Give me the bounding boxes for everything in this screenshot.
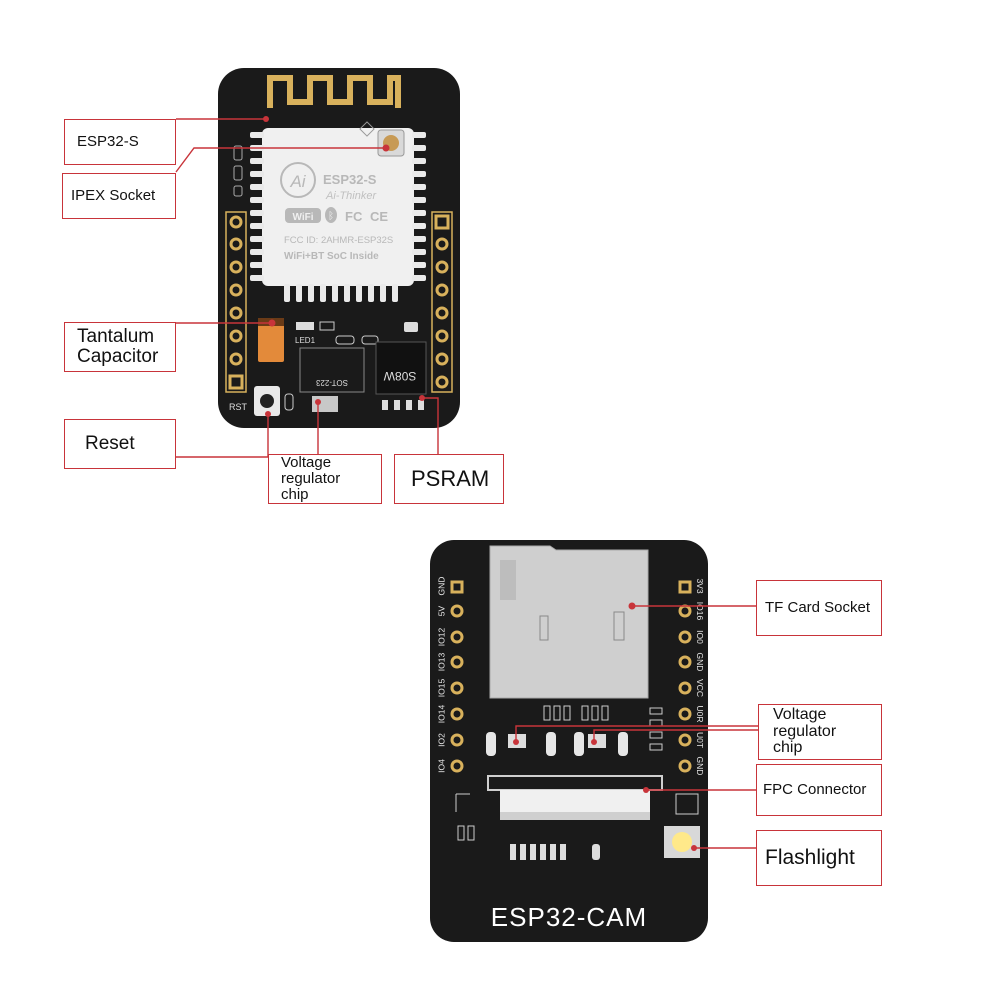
wire-regulator-back xyxy=(515,725,758,742)
pin-label: GND xyxy=(436,577,446,596)
ai-thinker-logo xyxy=(280,162,316,198)
dot-reset xyxy=(265,411,271,417)
label-psram: PSRAM xyxy=(394,454,504,504)
pin-label: GND xyxy=(695,757,705,776)
dot-regulator-back-1 xyxy=(513,739,519,745)
dot-fpc xyxy=(643,787,649,793)
module-logo-text: Ai xyxy=(289,172,306,191)
pin-label: IO13 xyxy=(436,653,446,672)
svg-text:ᛒ: ᛒ xyxy=(328,211,334,222)
psram-chip xyxy=(375,341,427,395)
dot-esp32s xyxy=(263,116,269,122)
psram-silk: S08W xyxy=(383,369,416,383)
back-header-left xyxy=(450,580,464,773)
module-maker: Ai-Thinker xyxy=(325,190,377,202)
module-fcc-id: FCC ID: 2AHMR-ESP32S xyxy=(284,235,393,246)
svg-text:WiFi: WiFi xyxy=(292,212,313,223)
bluetooth-icon: ᛒ xyxy=(325,207,337,223)
label-ipex-socket: IPEX Socket xyxy=(62,173,176,219)
wifi-icon: WiFi xyxy=(285,208,321,223)
fpc-connector xyxy=(487,775,663,820)
label-reset: Reset xyxy=(64,419,176,469)
wire-ipex xyxy=(175,147,386,173)
tf-card-socket xyxy=(489,545,649,699)
label-tf-card-socket: TF Card Socket xyxy=(756,580,882,636)
pcb-antenna xyxy=(267,75,401,108)
label-flashlight: Flashlight xyxy=(756,830,882,886)
pin-label: IO14 xyxy=(436,705,446,724)
pin-label: 5V xyxy=(436,605,446,616)
led1 xyxy=(296,322,314,330)
pin-label: IO2 xyxy=(436,733,446,747)
front-header-left xyxy=(225,211,247,393)
pin-label: IO0 xyxy=(695,630,705,644)
label-esp32s: ESP32-S xyxy=(64,119,176,165)
dot-psram xyxy=(419,395,425,401)
label-voltage-regulator-back: Voltage regulator chip xyxy=(758,704,882,760)
pin-label: U0R xyxy=(695,705,705,722)
flashlight-led xyxy=(664,826,700,858)
pin-label: GND xyxy=(695,653,705,672)
label-voltage-regulator-front: Voltage regulator chip xyxy=(268,454,382,504)
module-pads-right xyxy=(412,132,426,281)
dot-regulator-back-2 xyxy=(591,739,597,745)
dot-flash xyxy=(691,845,697,851)
pin-label: IO4 xyxy=(436,759,446,773)
pin-label: IO16 xyxy=(695,602,705,621)
back-capacitors xyxy=(486,732,628,756)
esp32s-module xyxy=(262,128,414,286)
pin-label: 3V3 xyxy=(695,578,705,593)
label-fpc-connector: FPC Connector xyxy=(756,764,882,816)
wire-reset xyxy=(176,412,269,458)
pin-label: U0T xyxy=(695,732,705,748)
module-pads-bottom xyxy=(284,284,398,302)
dot-regulator-front xyxy=(315,399,321,405)
led1-silk: LED1 xyxy=(295,336,316,345)
sot223-silk: SOT-223 xyxy=(315,378,348,387)
fc-icon: FC xyxy=(345,209,363,224)
dot-tantalum xyxy=(268,319,276,327)
tantalum-capacitor xyxy=(258,318,284,362)
pin-label: IO12 xyxy=(436,628,446,647)
dot-ipex xyxy=(382,144,390,152)
module-desc: WiFi+BT SoC Inside xyxy=(284,251,379,262)
label-tantalum-capacitor: Tantalum Capacitor xyxy=(64,322,176,372)
ce-icon: CE xyxy=(370,209,388,224)
pin-label: IO15 xyxy=(436,679,446,698)
module-chip-name: ESP32-S xyxy=(323,172,377,187)
module-pads-left xyxy=(250,132,264,281)
front-header-right xyxy=(431,211,453,393)
ipex-diamond-mark xyxy=(359,121,375,137)
rst-silk: RST xyxy=(229,402,248,412)
board-name: ESP32-CAM xyxy=(491,902,647,932)
pin-label: VCC xyxy=(695,679,705,697)
dot-tf xyxy=(628,602,636,610)
wire-psram xyxy=(422,397,439,454)
